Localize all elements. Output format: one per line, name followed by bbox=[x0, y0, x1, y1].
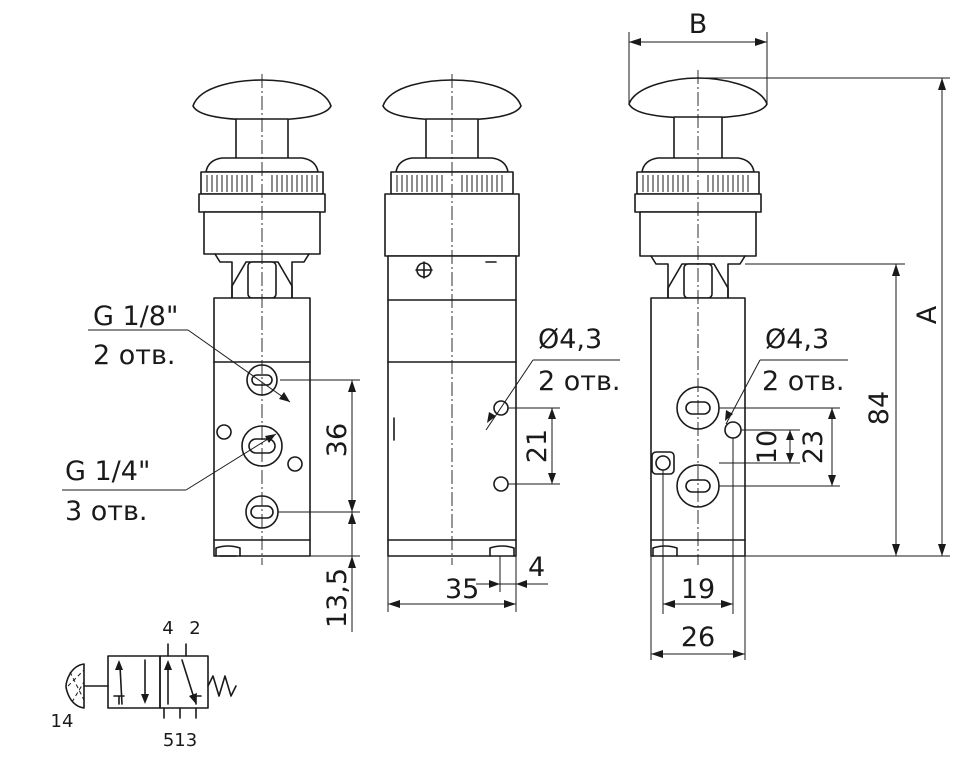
hole-dia-rear: Ø4,3 bbox=[765, 324, 829, 355]
rear-view bbox=[628, 70, 768, 565]
mount-hole-right bbox=[287, 456, 303, 472]
dim-13-5-label: 13,5 bbox=[322, 568, 353, 628]
hole-count-rear: 2 отв. bbox=[762, 366, 845, 397]
knurling bbox=[206, 175, 318, 192]
dim-10-label: 10 bbox=[752, 430, 783, 464]
rear-view-dims bbox=[628, 32, 950, 660]
dim-b-label: B bbox=[689, 9, 708, 40]
thread-g18-count: 2 отв. bbox=[93, 340, 176, 371]
thread-g18-label: G 1/8" bbox=[93, 301, 178, 332]
dim-4-label: 4 bbox=[528, 552, 545, 583]
dim-26-label: 26 bbox=[681, 622, 715, 653]
dim-21-label: 21 bbox=[522, 429, 553, 463]
front-view bbox=[192, 74, 332, 565]
pneumatic-symbol bbox=[65, 643, 237, 719]
thread-g14-count: 3 отв. bbox=[65, 496, 148, 527]
side-view bbox=[382, 74, 522, 565]
dim-84-label: 84 bbox=[864, 391, 895, 425]
side-view-dims bbox=[387, 359, 620, 612]
bracket-legs bbox=[214, 253, 310, 299]
dim-23-label: 23 bbox=[798, 430, 829, 464]
hole-count-side: 2 отв. bbox=[538, 366, 621, 397]
dim-19-label: 19 bbox=[681, 574, 715, 605]
dim-35-label: 35 bbox=[445, 574, 479, 605]
return-spring-symbol bbox=[207, 675, 237, 697]
port-14-label: 14 bbox=[51, 711, 74, 732]
thread-g14-label: G 1/4" bbox=[65, 456, 150, 487]
ports-513-label: 513 bbox=[163, 730, 197, 751]
front-view-dims bbox=[62, 329, 360, 632]
dim-36-label: 36 bbox=[322, 423, 353, 457]
mount-hole-left bbox=[216, 424, 232, 440]
port-2-label: 2 bbox=[189, 618, 200, 639]
hole-dia-side: Ø4,3 bbox=[538, 324, 602, 355]
port-4-label: 4 bbox=[162, 618, 173, 639]
dim-a-label: A bbox=[912, 305, 943, 324]
